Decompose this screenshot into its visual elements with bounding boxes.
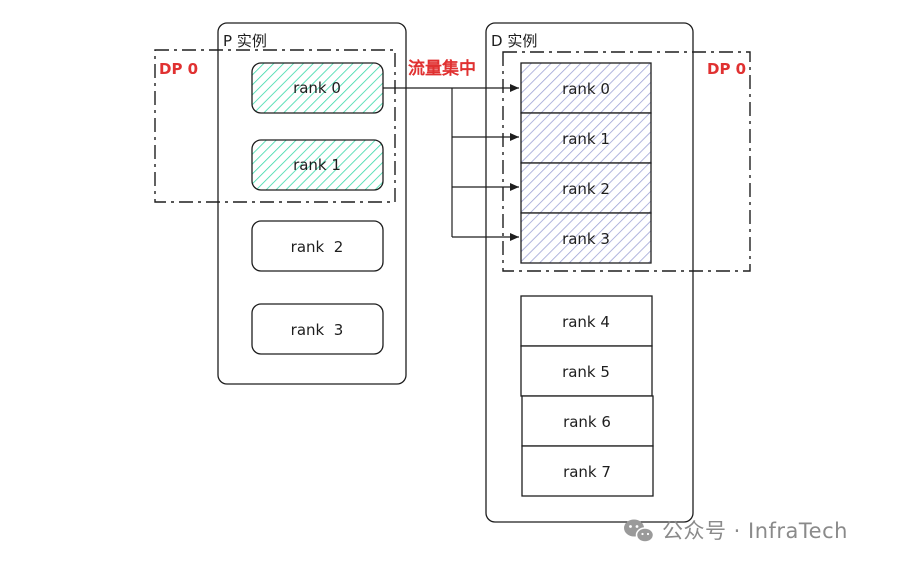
p-rank-3-label: rank 3 xyxy=(291,321,344,339)
d-rank-6-label: rank 6 xyxy=(563,413,611,431)
d-rank-4-label: rank 4 xyxy=(562,313,610,331)
d-rank-5-box xyxy=(520,345,653,397)
d-rank-7-label: rank 7 xyxy=(563,463,611,481)
p-rank-1-label: rank 1 xyxy=(293,156,341,174)
d-rank-3-box xyxy=(520,212,652,264)
wechat-icon xyxy=(624,519,655,543)
d-rank-7-box xyxy=(521,445,654,497)
d-rank-2-label: rank 2 xyxy=(562,180,610,198)
d-rank-5-label: rank 5 xyxy=(562,363,610,381)
d-rank-1-label: rank 1 xyxy=(562,130,610,148)
p-rank-0-label: rank 0 xyxy=(293,79,341,97)
watermark-text: 公众号 · InfraTech xyxy=(662,519,848,543)
flow-label: 流量集中 xyxy=(408,58,476,79)
d-instance-title: D 实例 xyxy=(491,32,537,50)
d-instance-box xyxy=(485,22,694,523)
d-rank-0-box xyxy=(520,62,652,114)
d-rank-2-box xyxy=(520,162,652,214)
p-rank-1-box xyxy=(251,139,384,191)
p-dp-group-box xyxy=(154,49,396,203)
p-instance-box xyxy=(217,22,407,385)
d-dp-group-box xyxy=(502,51,751,272)
p-dp-label: DP 0 xyxy=(159,60,198,78)
p-rank-3-box xyxy=(251,303,384,355)
d-rank-1-box xyxy=(520,112,652,164)
d-rank-0-label: rank 0 xyxy=(562,80,610,98)
d-rank-3-label: rank 3 xyxy=(562,230,610,248)
d-rank-6-box xyxy=(521,395,654,447)
p-instance-title: P 实例 xyxy=(223,32,267,50)
d-dp-label: DP 0 xyxy=(707,60,746,78)
p-rank-2-box xyxy=(251,220,384,272)
p-rank-2-label: rank 2 xyxy=(291,238,344,256)
